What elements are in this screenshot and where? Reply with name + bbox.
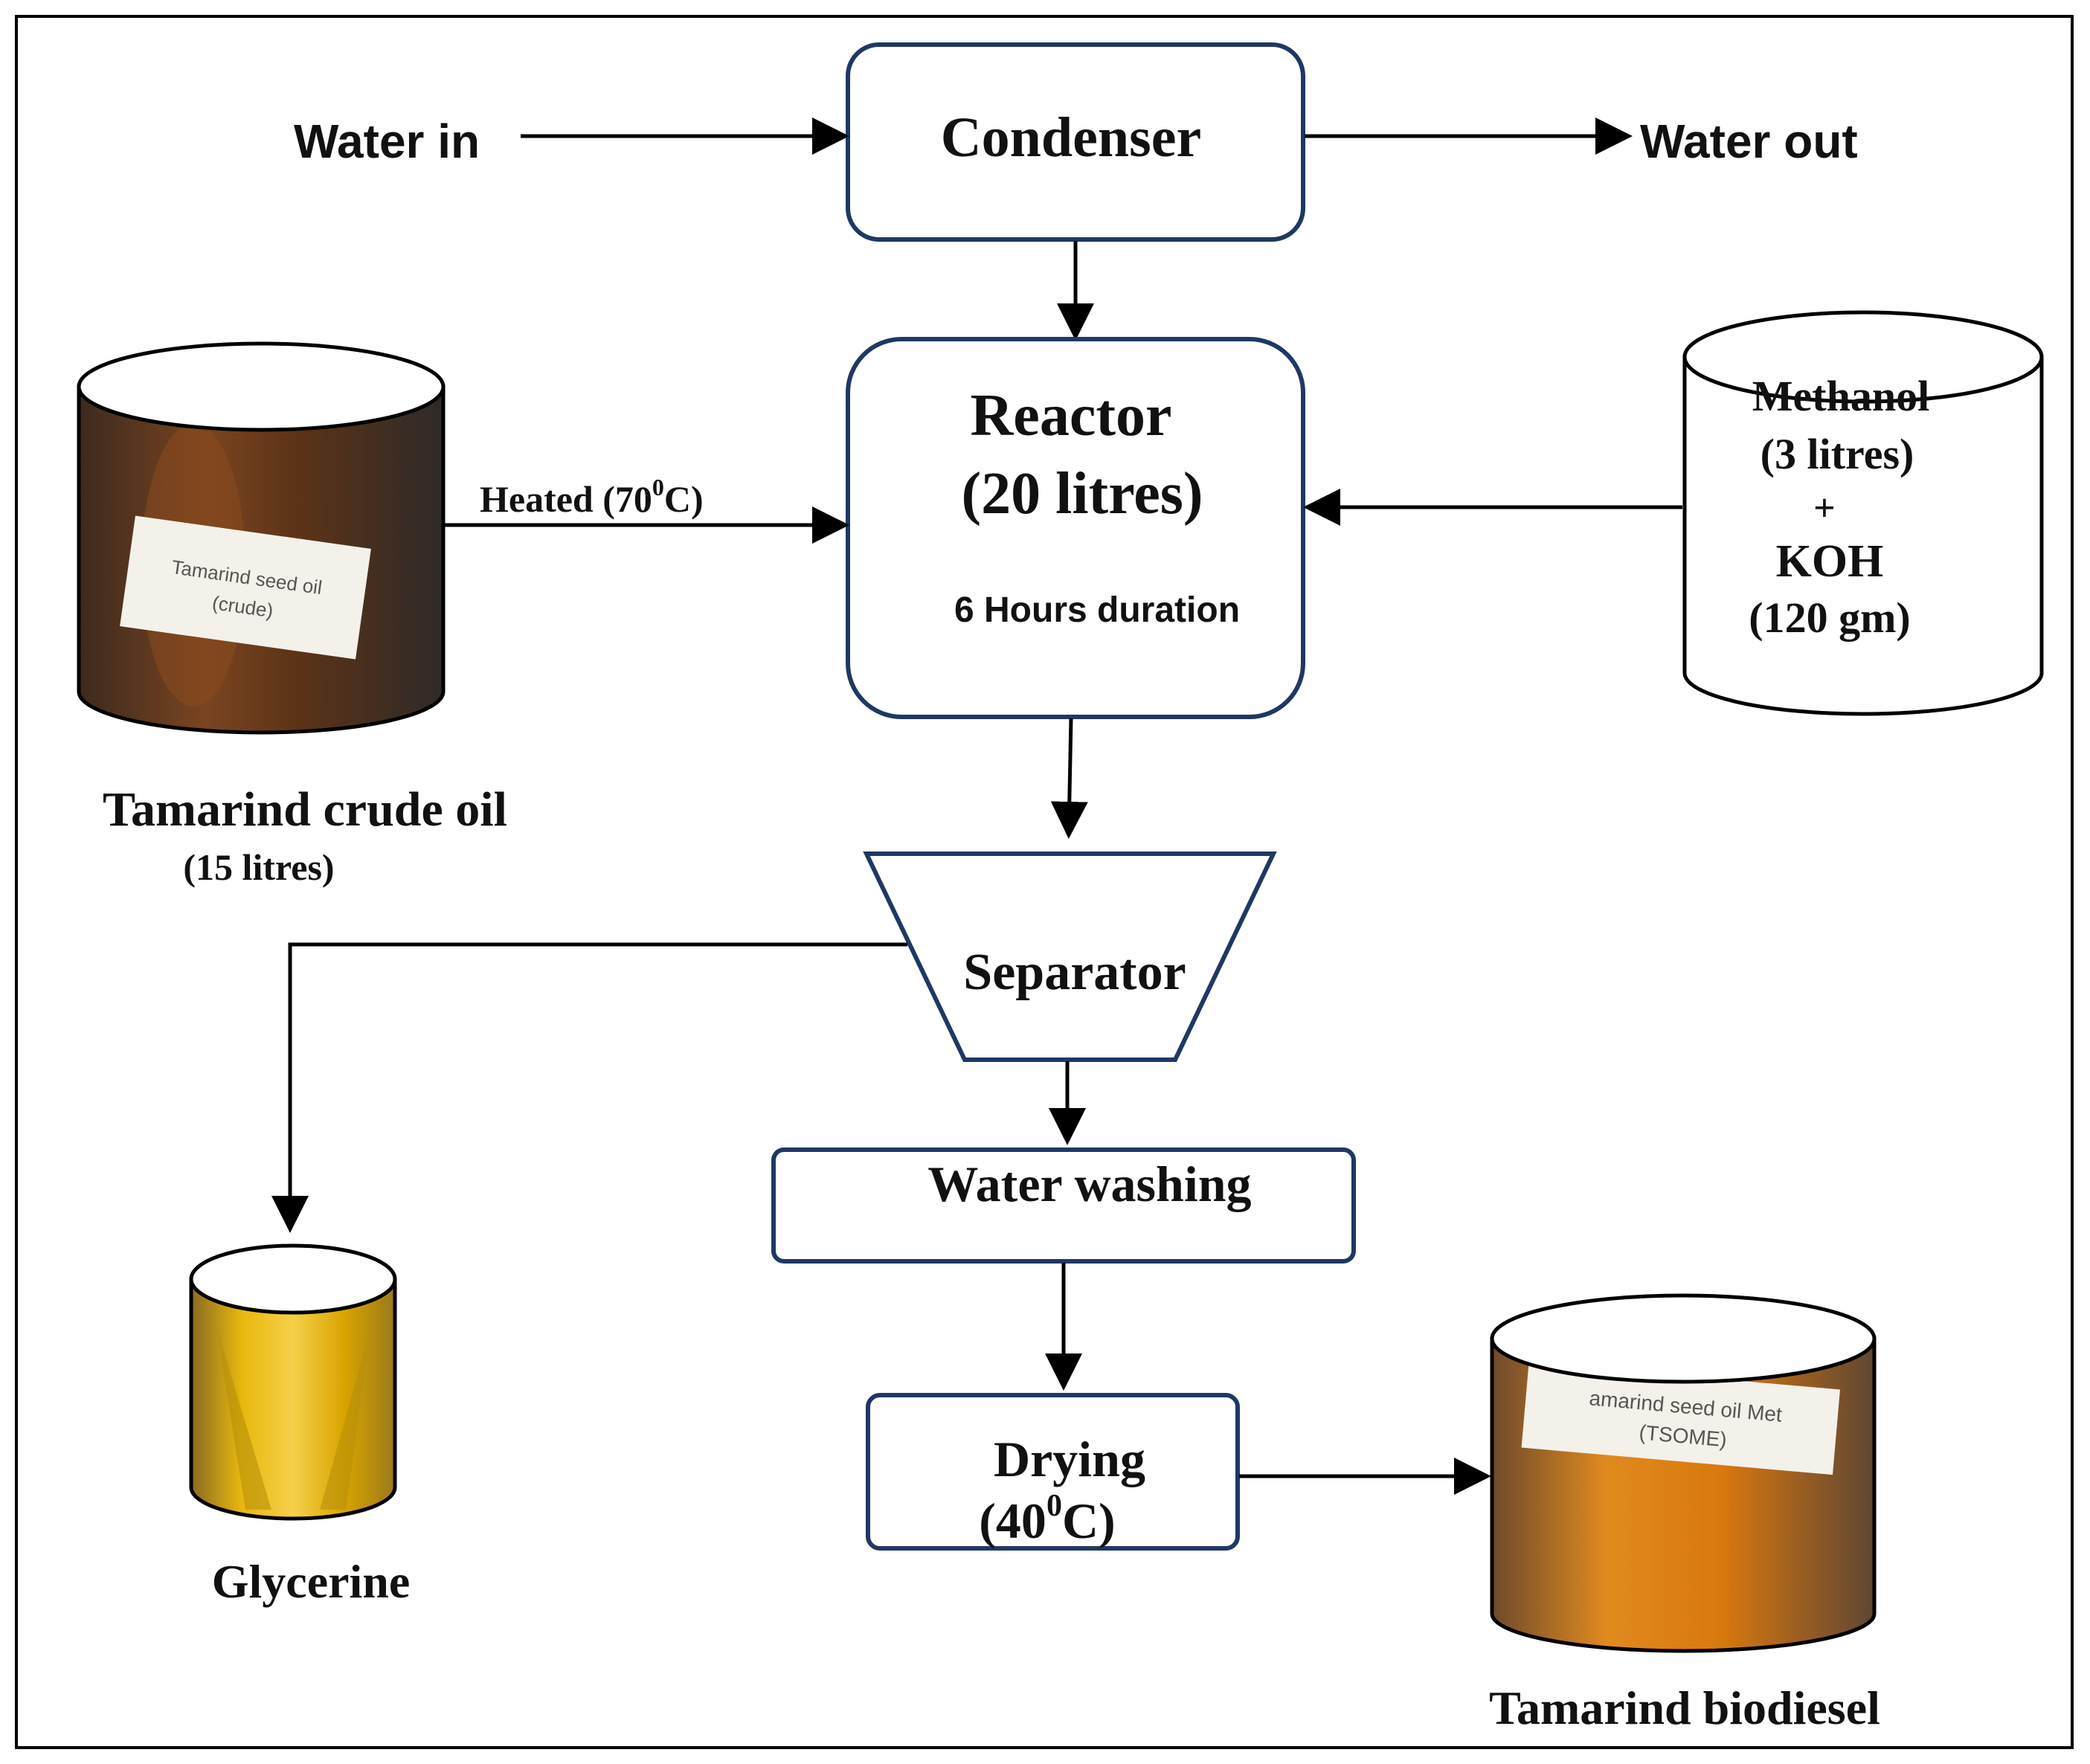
water-out-label: Water out (1640, 115, 1858, 168)
water-washing-box (771, 1147, 1356, 1264)
separator-funnel (863, 852, 1277, 1062)
reactor-label: Reactor (971, 383, 1172, 448)
drying-label: Drying (994, 1431, 1145, 1487)
glycerine-tube-right-shadow (320, 1324, 372, 1510)
crude-oil-volume-label: (15 litres) (183, 846, 334, 888)
water-in-label: Water in (294, 115, 480, 168)
drying-temperature-label: (400C) (979, 1489, 1115, 1549)
methanol-volume-label: (3 litres) (1761, 430, 1914, 478)
glycerine-tube-left-shadow (216, 1324, 271, 1510)
heated-degree-sup: 0 (652, 474, 664, 500)
koh-label: KOH (1776, 536, 1884, 587)
crude-oil-bottle-sticker (120, 515, 371, 660)
biodiesel-vessel-top (1490, 1293, 1877, 1384)
condenser-label: Condenser (941, 106, 1201, 169)
methanol-vessel-top (1682, 310, 2044, 404)
methanol-label: Methanol (1752, 372, 1929, 420)
biodiesel-label: Tamarind biodiesel (1489, 1681, 1880, 1734)
koh-amount-label: (120 gm) (1749, 593, 1910, 642)
separator-label: Separator (963, 944, 1186, 1001)
glycerine-vessel-top (189, 1243, 397, 1315)
reactor-to-separator-arrow (1050, 718, 1088, 839)
biodiesel-bottle-sticker (1521, 1362, 1840, 1475)
drying-degree-sup: 0 (1046, 1489, 1062, 1523)
crude-oil-vessel-top (77, 341, 446, 432)
figure-frame (15, 15, 2074, 1749)
crude-oil-vessel: Tamarind seed oil (crude) (77, 341, 446, 735)
reactor-duration-label: 6 Hours duration (954, 590, 1240, 630)
glycerine-label: Glycerine (212, 1555, 411, 1608)
methanol-plus-sign: + (1813, 487, 1836, 529)
heated-label: Heated (700C) (480, 474, 704, 520)
drying-box (866, 1393, 1240, 1551)
methanol-koh-vessel (1682, 310, 2044, 716)
glycerine-vessel (189, 1243, 397, 1521)
crude-oil-label: Tamarind crude oil (103, 782, 507, 837)
drying-temp-text: (40 (979, 1493, 1046, 1549)
drying-temp-unit: C) (1062, 1493, 1116, 1549)
heated-label-unit: C) (664, 478, 704, 520)
water-washing-label: Water washing (927, 1156, 1251, 1212)
reactor-volume-label: (20 litres) (961, 461, 1203, 527)
heated-label-text: Heated (70 (480, 478, 652, 520)
separator-to-glycerine-line (271, 942, 907, 1233)
biodiesel-vessel: amarind seed oil Met (TSOME) (1490, 1293, 1877, 1653)
